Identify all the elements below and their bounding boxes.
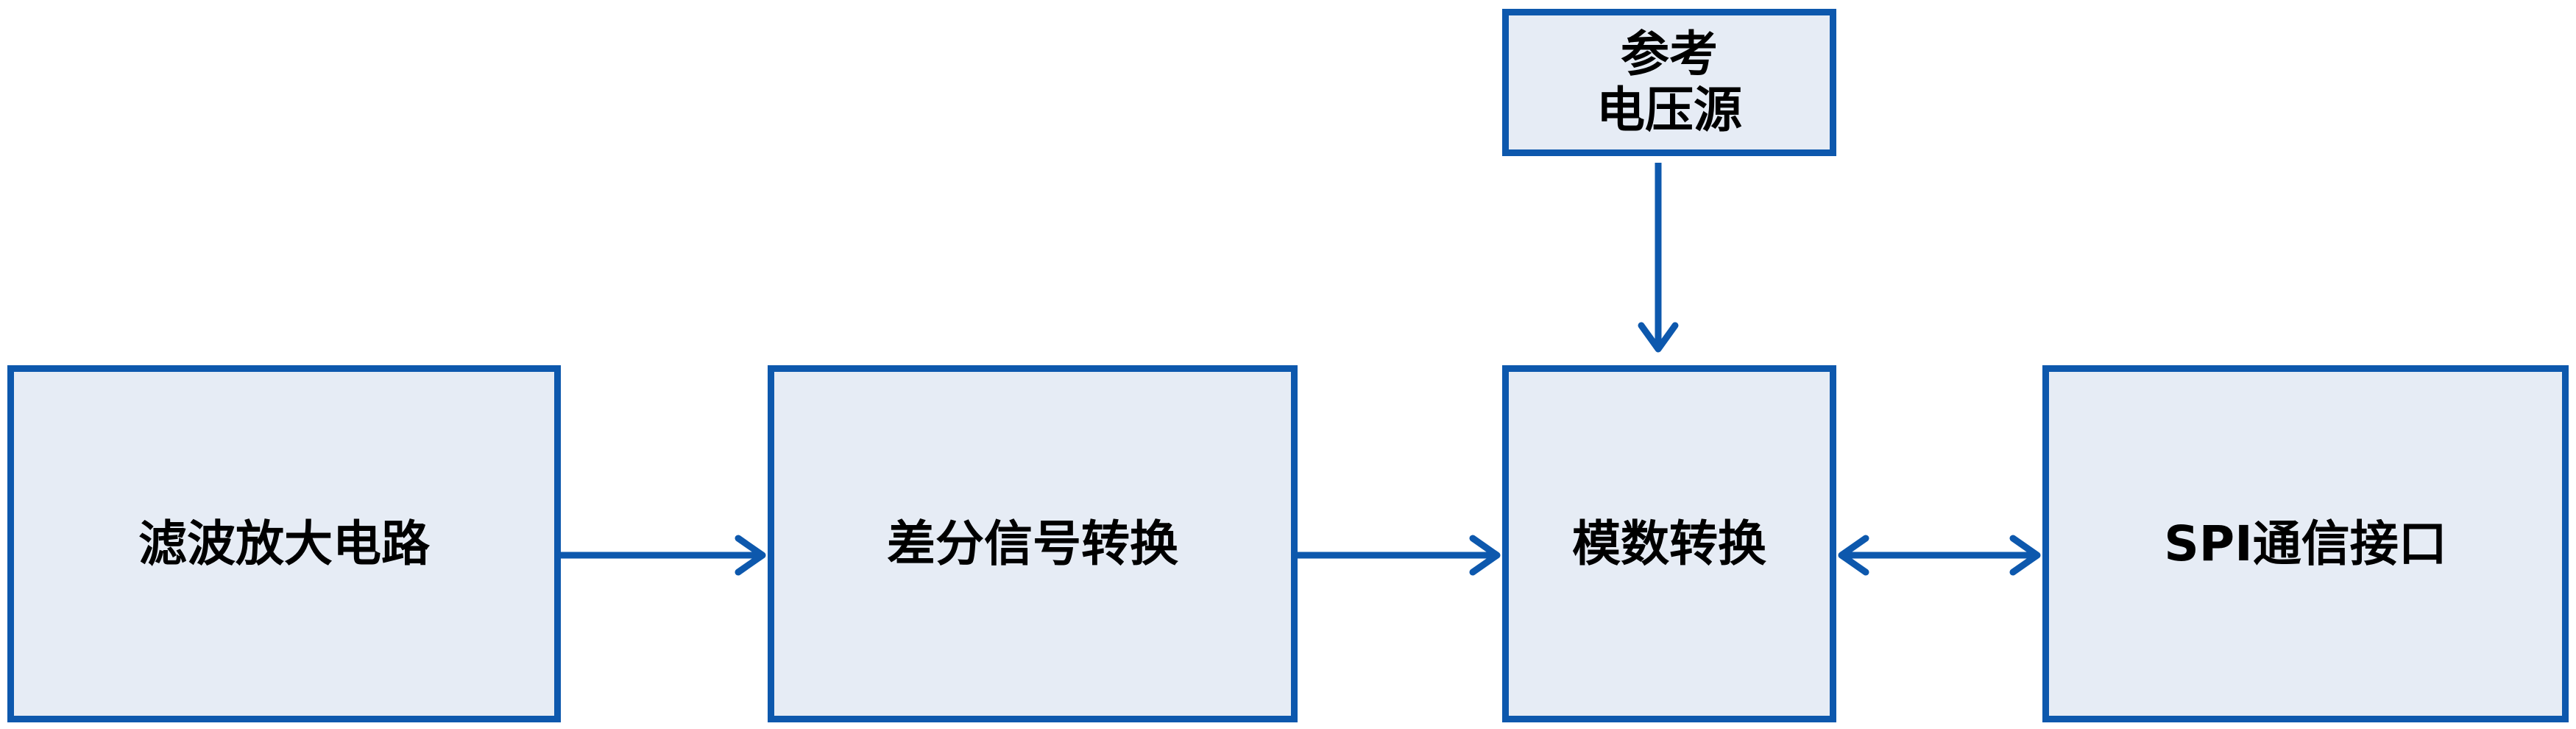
reference-voltage-block: 参考 电压源 <box>1502 9 1836 156</box>
reference-voltage-label-line2: 电压源 <box>1596 82 1742 138</box>
adc-block: 模数转换 <box>1502 365 1836 722</box>
arrow-adc-spi-bidirectional <box>1838 535 2041 576</box>
reference-voltage-label-line1: 参考 <box>1621 26 1718 83</box>
reference-voltage-label: 参考 电压源 <box>1596 27 1742 138</box>
arrow-diff-to-adc <box>1298 535 1501 576</box>
adc-label: 模数转换 <box>1572 515 1766 572</box>
arrow-ref-to-adc <box>1638 163 1679 353</box>
spi-interface-label: SPI通信接口 <box>2164 515 2447 572</box>
differential-conversion-block: 差分信号转换 <box>768 365 1298 722</box>
filter-amplifier-block: 滤波放大电路 <box>7 365 561 722</box>
spi-interface-block: SPI通信接口 <box>2042 365 2569 722</box>
differential-conversion-label: 差分信号转换 <box>887 515 1178 572</box>
arrow-filter-to-diff <box>561 535 766 576</box>
filter-amplifier-label: 滤波放大电路 <box>138 515 430 572</box>
